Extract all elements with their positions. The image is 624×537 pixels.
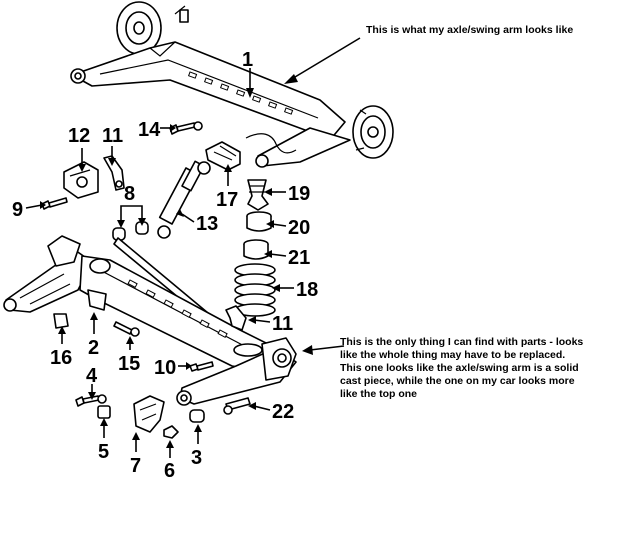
upper-axle-assembly — [70, 1, 394, 168]
bolt-10 — [189, 361, 214, 372]
callout-3: 3 — [191, 447, 202, 469]
callout-21: 21 — [288, 247, 310, 269]
insulator-21 — [243, 239, 269, 260]
callout-7: 7 — [130, 455, 141, 477]
bump-stop-19 — [247, 179, 269, 211]
bracket-12 — [63, 161, 99, 199]
callout-14: 14 — [138, 119, 161, 141]
pin-22 — [223, 397, 251, 415]
bottom-annotation-line: This is the only thing I can find with p… — [340, 336, 584, 348]
callout-15: 15 — [118, 353, 140, 375]
callout-12: 12 — [68, 125, 90, 147]
shock-absorber-13 — [157, 160, 211, 239]
bottom-annotation-line: like the whole thing may have to be repl… — [340, 349, 566, 361]
callout-9: 9 — [12, 199, 23, 221]
callout-8: 8 — [124, 183, 135, 205]
bracket-17 — [205, 141, 241, 171]
bushing-3 — [189, 409, 205, 423]
bushing-16 — [53, 313, 69, 329]
callout-11-lower: 11 — [272, 313, 293, 335]
callout-19: 19 — [288, 183, 310, 205]
top-annotation: This is what my axle/swing arm looks lik… — [366, 24, 574, 36]
callout-1: 1 — [242, 49, 253, 71]
bottom-annotation-line: cast piece, while the one on my car look… — [340, 375, 575, 387]
callout-13: 13 — [196, 213, 218, 235]
callout-16: 16 — [50, 347, 72, 369]
bottom-annotation-line: like the top one — [340, 388, 418, 400]
callout-18: 18 — [296, 279, 318, 301]
callout-numbers: 1 2 3 4 5 6 7 8 9 10 11 11 12 13 14 15 1… — [12, 49, 318, 482]
callout-11-upper: 11 — [102, 125, 123, 147]
bolt-15 — [113, 321, 140, 337]
callout-17: 17 — [216, 189, 238, 211]
bracket-7 — [133, 395, 165, 433]
callout-2: 2 — [88, 337, 99, 359]
callout-5: 5 — [98, 441, 109, 463]
nut-5 — [97, 405, 111, 419]
nut-6 — [163, 425, 179, 439]
callout-6: 6 — [164, 460, 175, 482]
bottom-annotation-line: This one looks like the axle/swing arm i… — [340, 362, 579, 374]
insulator-20 — [246, 211, 272, 232]
callout-20: 20 — [288, 217, 310, 239]
bottom-annotation: This is the only thing I can find with p… — [340, 336, 583, 401]
callout-10: 10 — [154, 357, 176, 379]
bolt-14 — [169, 121, 203, 135]
callout-22: 22 — [272, 401, 294, 423]
bracket-11-lower — [225, 305, 247, 331]
lower-axle-assembly — [3, 235, 297, 406]
coil-spring-18 — [234, 263, 276, 317]
callout-4: 4 — [86, 365, 98, 387]
leader-lines — [25, 37, 361, 458]
bolt-9 — [41, 197, 68, 210]
bushings-8 — [112, 221, 149, 241]
